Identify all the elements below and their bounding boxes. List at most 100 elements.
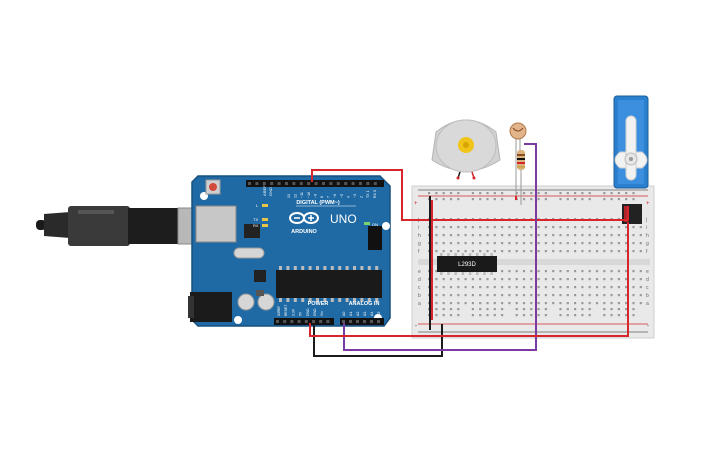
breadboard-hole[interactable] [530,242,533,245]
header-pin[interactable] [270,182,274,185]
breadboard-hole[interactable] [581,250,584,253]
breadboard-hole[interactable] [435,278,438,281]
breadboard-hole[interactable] [581,242,584,245]
header-pin[interactable] [304,320,308,323]
breadboard-hole[interactable] [501,250,504,253]
rail-hole[interactable] [625,314,628,317]
rail-hole[interactable] [559,308,562,311]
header-pin[interactable] [299,182,303,185]
breadboard-hole[interactable] [442,286,445,289]
breadboard-hole[interactable] [625,226,628,229]
breadboard-hole[interactable] [574,294,577,297]
rail-hole[interactable] [625,198,628,201]
breadboard-hole[interactable] [508,294,511,297]
breadboard-hole[interactable] [479,242,482,245]
rail-hole[interactable] [486,198,489,201]
breadboard-hole[interactable] [552,294,555,297]
rail-hole[interactable] [588,192,591,195]
breadboard-hole[interactable] [486,286,489,289]
breadboard-hole[interactable] [530,226,533,229]
breadboard-hole[interactable] [581,302,584,305]
rail-hole[interactable] [515,192,518,195]
breadboard-hole[interactable] [639,234,642,237]
rail-hole[interactable] [581,198,584,201]
rail-hole[interactable] [632,314,635,317]
breadboard-hole[interactable] [522,278,526,281]
resistor[interactable] [517,150,525,205]
breadboard-hole[interactable] [574,302,577,305]
breadboard-hole[interactable] [552,286,555,289]
breadboard-hole[interactable] [522,294,526,297]
breadboard-hole[interactable] [464,250,467,253]
breadboard-hole[interactable] [479,250,482,253]
breadboard-hole[interactable] [566,226,569,229]
breadboard-hole[interactable] [530,294,533,297]
header-pin[interactable] [359,182,362,185]
rail-hole[interactable] [522,192,526,195]
header-pin[interactable] [283,320,287,323]
header-pin[interactable] [248,182,251,185]
breadboard-hole[interactable] [595,294,599,297]
breadboard-hole[interactable] [588,270,591,273]
breadboard-hole[interactable] [486,302,489,305]
breadboard-hole[interactable] [508,302,511,305]
breadboard-hole[interactable] [632,226,635,229]
breadboard-hole[interactable] [617,242,620,245]
rail-hole[interactable] [603,198,606,201]
analog-header[interactable] [340,318,384,325]
breadboard-hole[interactable] [493,286,496,289]
breadboard-hole[interactable] [522,242,526,245]
breadboard-hole[interactable] [552,270,555,273]
header-pin[interactable] [329,182,333,185]
breadboard-hole[interactable] [515,302,518,305]
rail-hole[interactable] [471,308,474,311]
rail-hole[interactable] [457,192,460,195]
breadboard-hole[interactable] [625,294,628,297]
breadboard-hole[interactable] [544,226,547,229]
rail-hole[interactable] [479,314,482,317]
breadboard-hole[interactable] [559,286,562,289]
rail-hole[interactable] [435,314,438,317]
breadboard-hole[interactable] [442,302,445,305]
header-pin[interactable] [314,182,318,185]
rail-hole[interactable] [566,314,569,317]
breadboard-hole[interactable] [435,242,438,245]
rail-hole[interactable] [435,192,438,195]
breadboard-hole[interactable] [617,286,620,289]
breadboard-hole[interactable] [552,242,555,245]
rail-hole[interactable] [544,314,547,317]
breadboard-hole[interactable] [457,286,460,289]
breadboard-hole[interactable] [479,286,482,289]
breadboard-hole[interactable] [435,302,438,305]
rail-hole[interactable] [603,308,606,311]
breadboard-hole[interactable] [544,242,547,245]
rail-hole[interactable] [493,314,496,317]
breadboard-hole[interactable] [464,286,467,289]
rail-hole[interactable] [559,192,562,195]
breadboard-hole[interactable] [595,286,599,289]
header-pin[interactable] [326,320,330,323]
breadboard-hole[interactable] [515,286,518,289]
rail-hole[interactable] [515,308,518,311]
breadboard-hole[interactable] [588,286,591,289]
breadboard-hole[interactable] [566,294,569,297]
breadboard-hole[interactable] [625,302,628,305]
rail-hole[interactable] [530,192,533,195]
breadboard-hole[interactable] [603,278,606,281]
rail-hole[interactable] [603,192,606,195]
breadboard-hole[interactable] [471,278,474,281]
breadboard-hole[interactable] [471,286,474,289]
breadboard-hole[interactable] [603,234,606,237]
breadboard-hole[interactable] [595,250,599,253]
breadboard-hole[interactable] [501,242,504,245]
breadboard-hole[interactable] [625,234,628,237]
breadboard-hole[interactable] [559,270,562,273]
breadboard-hole[interactable] [486,278,489,281]
breadboard-hole[interactable] [515,242,518,245]
rail-hole[interactable] [574,314,577,317]
breadboard-hole[interactable] [625,278,628,281]
breadboard-hole[interactable] [552,226,555,229]
rail-hole[interactable] [617,192,620,195]
breadboard-hole[interactable] [574,242,577,245]
